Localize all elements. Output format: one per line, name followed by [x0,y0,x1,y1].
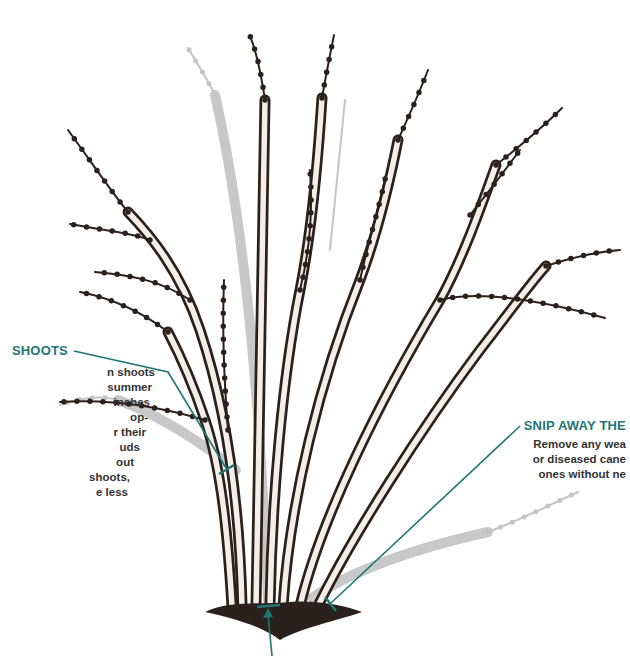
callout-heading: SNIP AWAY THE [524,418,626,434]
callout-text: out [116,455,134,470]
callout-text: uds [120,440,140,455]
twigs-with-buds [60,35,620,430]
callout-text: ones without ne [538,467,626,482]
callout-text: r their [113,425,146,440]
callout-heading: SHOOTS [12,343,68,359]
callout-text: shoots, [89,470,130,485]
callout-text: e less [96,485,128,500]
root-base [205,602,362,640]
callout-text: summer [107,380,152,395]
canes [128,98,546,606]
callout-text: or diseased cane [533,452,626,467]
callout-text: Remove any wea [533,437,626,452]
callout-text: inches [114,395,150,410]
leader-lines [74,351,520,656]
callout-text: op- [130,410,148,425]
callout-text: n shoots [107,365,155,380]
